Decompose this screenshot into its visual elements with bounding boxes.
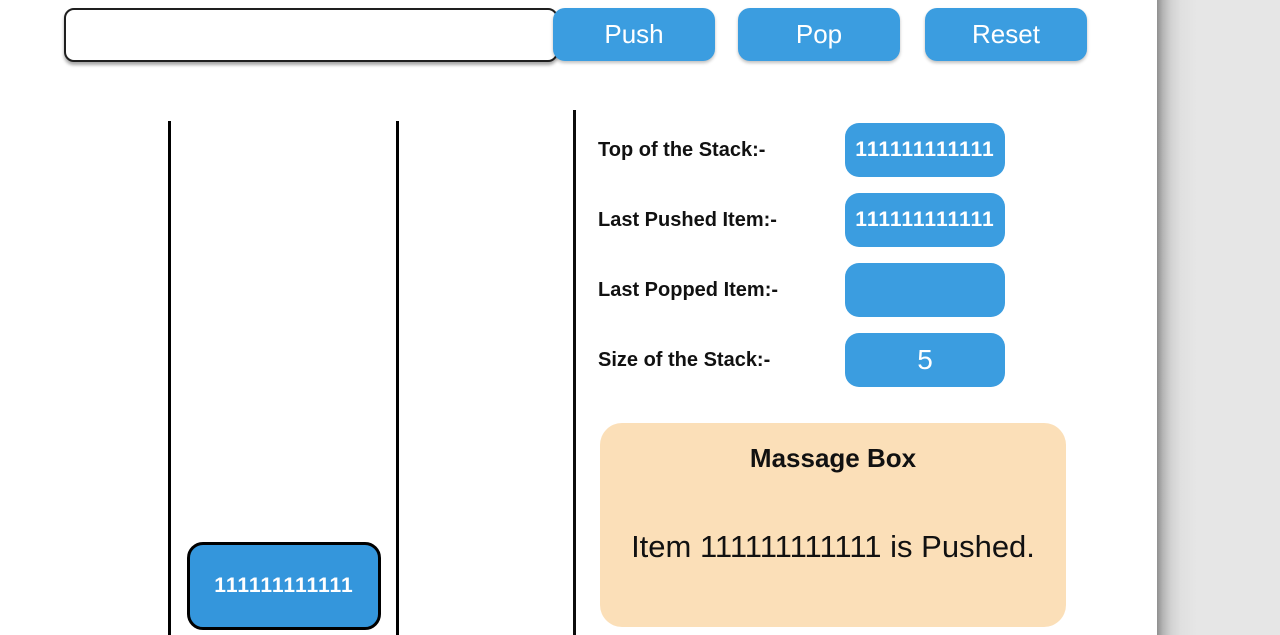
last-popped-label: Last Popped Item:-: [598, 278, 779, 301]
offpage-gray-area: [1157, 0, 1280, 635]
message-box: Massage Box Item 111111111111 is Pushed.: [600, 423, 1066, 627]
page-background: Push Pop Reset 111111111111 Top of the S…: [64, 8, 1087, 635]
info-row-stack-size: Size of the Stack:- 5: [598, 333, 1008, 387]
info-row-last-pushed: Last Pushed Item:- 111111111111: [598, 193, 1008, 247]
last-pushed-value: 111111111111: [845, 193, 1005, 247]
stack-size-label: Size of the Stack:-: [598, 348, 771, 371]
reset-button[interactable]: Reset: [925, 8, 1087, 61]
message-box-title: Massage Box: [749, 443, 917, 473]
info-row-top-of-stack: Top of the Stack:- 111111111111: [598, 123, 1008, 177]
section-divider: [573, 110, 576, 635]
info-row-last-popped: Last Popped Item:-: [598, 263, 1008, 317]
stack-size-value: 5: [845, 333, 1005, 387]
last-popped-value: [845, 263, 1005, 317]
last-pushed-label: Last Pushed Item:-: [598, 208, 777, 231]
pop-button[interactable]: Pop: [738, 8, 900, 61]
top-of-stack-value: 111111111111: [845, 123, 1005, 177]
top-of-stack-label: Top of the Stack:-: [598, 138, 766, 161]
stack-wall-left: [168, 121, 171, 635]
stack-item: 111111111111: [187, 542, 381, 630]
stack-wall-right: [396, 121, 399, 635]
message-box-text: Item 111111111111 is Pushed.: [631, 529, 1035, 564]
item-input[interactable]: [64, 8, 558, 62]
push-button[interactable]: Push: [553, 8, 715, 61]
